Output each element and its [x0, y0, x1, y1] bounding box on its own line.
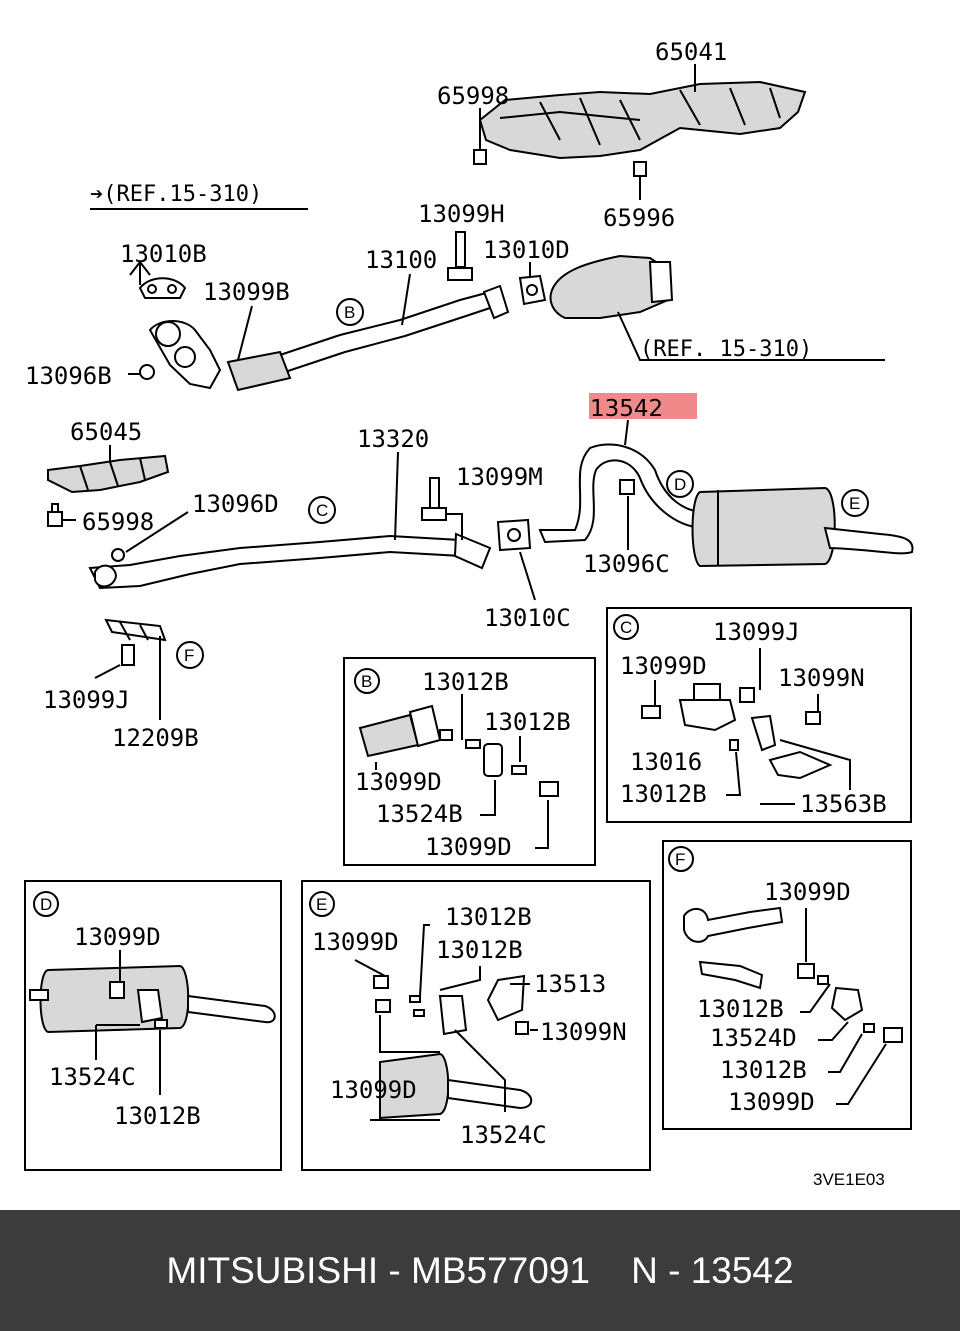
- detail-d-letter: D: [40, 895, 52, 914]
- detail-e-label-g: 13524C: [460, 1121, 547, 1149]
- callout-b-top-letter: B: [344, 303, 355, 322]
- detail-e-letter: E: [316, 895, 327, 914]
- part-label-65996: 65996: [603, 204, 675, 232]
- callout-f-top: [176, 641, 204, 669]
- callout-b-top: [336, 298, 364, 326]
- detail-c-label-a: 13099J: [713, 618, 800, 646]
- detail-d-label-b: 13524C: [49, 1063, 136, 1091]
- bolt-65998-mid: [47, 503, 63, 527]
- detail-c-label-d: 13016: [630, 748, 702, 776]
- detail-e-label-a: 13012B: [445, 903, 532, 931]
- callout-e-top-letter: E: [849, 494, 860, 513]
- bolt-13099H: [447, 231, 473, 281]
- detail-f-label-c: 13524D: [710, 1024, 797, 1052]
- callout-d-top: [666, 470, 694, 498]
- center-pipe-13320: [88, 532, 492, 590]
- detail-b-letter: B: [361, 672, 372, 691]
- detail-e-label-f: 13099D: [330, 1076, 417, 1104]
- bracket-12209B: [104, 618, 167, 642]
- detail-e-label-b: 13099D: [312, 928, 399, 956]
- detail-c-label-b: 13099D: [620, 652, 707, 680]
- detail-f-label-d: 13012B: [720, 1056, 807, 1084]
- part-label-13100: 13100: [365, 246, 437, 274]
- part-label-65998-mid: 65998: [82, 508, 154, 536]
- detail-b-label-c: 13099D: [355, 768, 442, 796]
- detail-f-label-a: 13099D: [764, 878, 851, 906]
- callout-c-top: [308, 496, 336, 524]
- detail-box-d: [24, 880, 282, 1171]
- detail-b-pipe: [358, 704, 442, 758]
- heat-protector-65045: [47, 454, 170, 494]
- detail-d-muffler: [29, 964, 276, 1034]
- diagram-code: 3VE1E03: [813, 1170, 885, 1189]
- detail-d-label-c: 13012B: [114, 1102, 201, 1130]
- detail-box-b: [343, 657, 596, 866]
- part-label-13096B: 13096B: [25, 362, 112, 390]
- part-label-12209B: 12209B: [112, 724, 199, 752]
- part-label-13010C: 13010C: [484, 604, 571, 632]
- callout-d-top-letter: D: [674, 475, 686, 494]
- detail-e-label-e: 13099N: [540, 1018, 627, 1046]
- detail-c-letter: C: [620, 618, 632, 637]
- detail-e-muffler: [373, 974, 533, 1120]
- front-pipe-13100: [148, 284, 510, 392]
- part-label-13320: 13320: [357, 425, 429, 453]
- callout-e-top: [841, 489, 869, 517]
- detail-c-label-f: 13563B: [800, 790, 887, 818]
- detail-e-label-c: 13012B: [436, 936, 523, 964]
- detail-c-bracket: [641, 683, 833, 780]
- bolt-13099J-left: [121, 644, 135, 666]
- part-label-13010B: 13010B: [120, 240, 207, 268]
- detail-box-c: [606, 607, 912, 823]
- highlight-13542: [589, 393, 697, 419]
- catalytic-converter: [549, 254, 674, 319]
- part-label-65045: 65045: [70, 418, 142, 446]
- exhaust-parts-diagram: 65041 65998 65996 ➔(REF.15-310) 13010B 1…: [24, 38, 914, 1189]
- heat-protector-65041: [478, 80, 807, 160]
- bolt-13099M: [421, 477, 447, 521]
- detail-f-letter: F: [675, 850, 685, 869]
- main-muffler-13542: [538, 443, 914, 568]
- callout-f-top-letter: F: [184, 646, 194, 665]
- detail-b-label-b: 13012B: [484, 708, 571, 736]
- detail-f-label-b: 13012B: [697, 995, 784, 1023]
- detail-e-label-d: 13513: [534, 970, 606, 998]
- part-label-13096D: 13096D: [192, 490, 279, 518]
- detail-c-label-e: 13012B: [620, 780, 707, 808]
- footer-bar: MITSUBISHI - MB577091 N - 13542: [0, 1210, 960, 1331]
- part-label-13542: 13542: [590, 396, 663, 422]
- detail-b-label-e: 13099D: [425, 833, 512, 861]
- reference-note-left: ➔(REF.15-310): [90, 182, 262, 207]
- detail-c-label-c: 13099N: [778, 664, 865, 692]
- footer-part-number: MITSUBISHI - MB577091 N - 13542: [166, 1249, 794, 1291]
- gasket-13010D: [518, 274, 547, 306]
- gasket-13010C: [496, 518, 532, 552]
- nut-65996: [633, 161, 647, 177]
- part-label-13099H: 13099H: [418, 200, 505, 228]
- nut-65998-top: [473, 149, 487, 165]
- reference-note-right: (REF. 15-310): [640, 337, 812, 362]
- nut-13096C: [619, 479, 635, 495]
- detail-box-f: [662, 840, 912, 1130]
- detail-f-pipe: [683, 906, 903, 1043]
- detail-b-label-d: 13524B: [376, 800, 463, 828]
- detail-f-label-e: 13099D: [728, 1088, 815, 1116]
- part-label-13099B: 13099B: [203, 278, 290, 306]
- gasket-13010B: [138, 277, 187, 299]
- part-label-13010D: 13010D: [483, 236, 570, 264]
- detail-d-label-a: 13099D: [74, 923, 161, 951]
- detail-box-e: [301, 880, 651, 1171]
- part-label-65998-top: 65998: [437, 82, 509, 110]
- detail-b-label-a: 13012B: [422, 668, 509, 696]
- part-label-65041: 65041: [655, 38, 727, 66]
- part-label-13099J-left: 13099J: [43, 686, 130, 714]
- part-label-13099M: 13099M: [456, 463, 543, 491]
- detail-b-hanger: [439, 729, 559, 797]
- part-label-13096C: 13096C: [583, 550, 670, 578]
- callout-c-top-letter: C: [316, 501, 328, 520]
